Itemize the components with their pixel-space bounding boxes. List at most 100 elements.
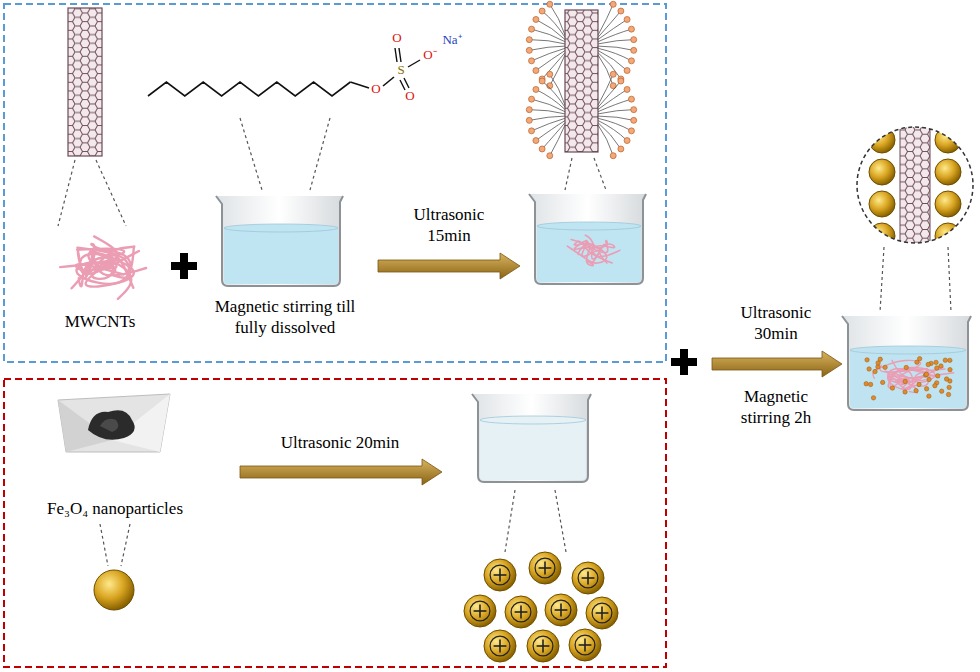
nanoparticle: [569, 629, 601, 661]
surfactant-tail: [542, 123, 565, 149]
particle-dot: [923, 373, 927, 377]
charge-sign: [499, 640, 501, 653]
surfactant-tail: [536, 19, 565, 39]
leader-line: [505, 490, 515, 552]
caption-text: MWCNTs: [65, 311, 136, 332]
beaker-glass: [472, 394, 591, 482]
ion-label: Na⁺: [435, 32, 469, 48]
charge-sign: [544, 562, 546, 575]
step-label: Ultrasonic 15min: [403, 204, 495, 247]
mwcnt-item: MWCNTs: [40, 226, 160, 332]
nanoparticle: [935, 223, 961, 249]
surfactant-head: [529, 96, 535, 102]
charge-ring: [535, 558, 555, 578]
nanoparticle: [527, 630, 559, 662]
particle-dot: [927, 394, 931, 398]
particle-dot: [864, 382, 868, 386]
process-arrow: [712, 351, 842, 377]
surfactant-head: [628, 128, 634, 134]
charge-sign: [499, 569, 501, 582]
particle-dot: [946, 392, 950, 396]
surfactant-head: [624, 86, 630, 92]
caption-text: Fe₃O₄ nanoparticles: [47, 498, 183, 519]
surfactant-head: [624, 68, 630, 74]
plus-symbol: [180, 253, 188, 279]
nanoparticle: [935, 127, 961, 153]
chemical-bond: [383, 77, 394, 86]
charge-sign: [560, 604, 562, 617]
surfactant-tail: [542, 53, 565, 79]
surfactant-tail: [550, 4, 565, 35]
charge-ring: [490, 636, 510, 656]
beaker-outline: [529, 194, 646, 284]
surfactant-head: [618, 8, 624, 14]
nanotube: [900, 120, 930, 250]
atom-label: S: [392, 62, 410, 78]
step-label: Ultrasonic 30min: [730, 302, 822, 345]
particle-dot: [915, 360, 919, 364]
surfactant-tail: [598, 55, 613, 86]
leader-line: [240, 118, 262, 190]
powder-sample: [100, 419, 118, 432]
surfactant-head: [628, 58, 634, 64]
surfactant-head: [610, 1, 616, 7]
particle-dot: [939, 389, 943, 393]
surfactant-tail: [529, 40, 565, 44]
surfactant-head: [533, 138, 539, 144]
leader-line: [310, 118, 330, 190]
surfactant-head: [547, 71, 553, 77]
particle-dot: [868, 382, 872, 386]
surfactant-head: [539, 8, 545, 14]
surfactant-head: [529, 128, 535, 134]
particle-dot: [933, 384, 937, 388]
beaker: [529, 194, 646, 284]
zoom-circle: [857, 127, 973, 243]
particle-dot: [914, 388, 918, 392]
particle-dot: [927, 377, 931, 381]
process-arrow: [240, 459, 442, 485]
caption-text: Magnetic stirring till fully dissolved: [204, 296, 366, 339]
surfactant-head: [628, 26, 634, 32]
beaker-liquid: [480, 420, 586, 480]
charge-sign: [520, 606, 522, 619]
particle-dot: [948, 367, 952, 371]
nanoparticle-item: Fe₃O₄ nanoparticles: [25, 385, 205, 519]
beaker-glass: [842, 316, 971, 410]
surfactant-head: [618, 146, 624, 152]
nanotube-tangle: [567, 235, 619, 265]
surfactant-head: [610, 153, 616, 159]
nanoparticle: [935, 159, 961, 185]
particle-dot: [880, 380, 884, 384]
liquid-surface: [537, 222, 641, 230]
beaker-item: Magnetic stirring till fully dissolved: [198, 190, 372, 338]
zoom-detail: [857, 120, 973, 250]
nanoparticle: [572, 562, 604, 594]
nanoparticle: [869, 223, 895, 249]
beaker-liquid: [850, 350, 966, 408]
charge-ring: [578, 568, 598, 588]
particle-dot: [924, 387, 928, 391]
beaker: [472, 394, 591, 482]
beaker-outline: [842, 316, 971, 410]
surfactant-head: [547, 153, 553, 159]
surfactant-head: [631, 117, 637, 123]
particle-dot: [903, 390, 907, 394]
nanoparticle: [464, 595, 496, 627]
surfactant-head: [631, 47, 637, 53]
surfactant-head: [539, 146, 545, 152]
surfactant-tail: [536, 89, 565, 109]
nanoparticle: [505, 596, 537, 628]
beaker-outline: [216, 196, 343, 286]
surfactant-head: [628, 96, 634, 102]
charge-ring: [575, 635, 595, 655]
charge-ring: [551, 600, 571, 620]
nanoparticle: [484, 559, 516, 591]
surfactant-head: [631, 107, 637, 113]
surfactant-head: [526, 37, 532, 43]
particle-dot: [903, 379, 907, 383]
surfactant-head: [624, 138, 630, 144]
chemical-bond: [408, 60, 420, 67]
leader-line: [555, 490, 566, 552]
particle-dot: [943, 358, 947, 362]
liquid-surface: [224, 224, 338, 232]
